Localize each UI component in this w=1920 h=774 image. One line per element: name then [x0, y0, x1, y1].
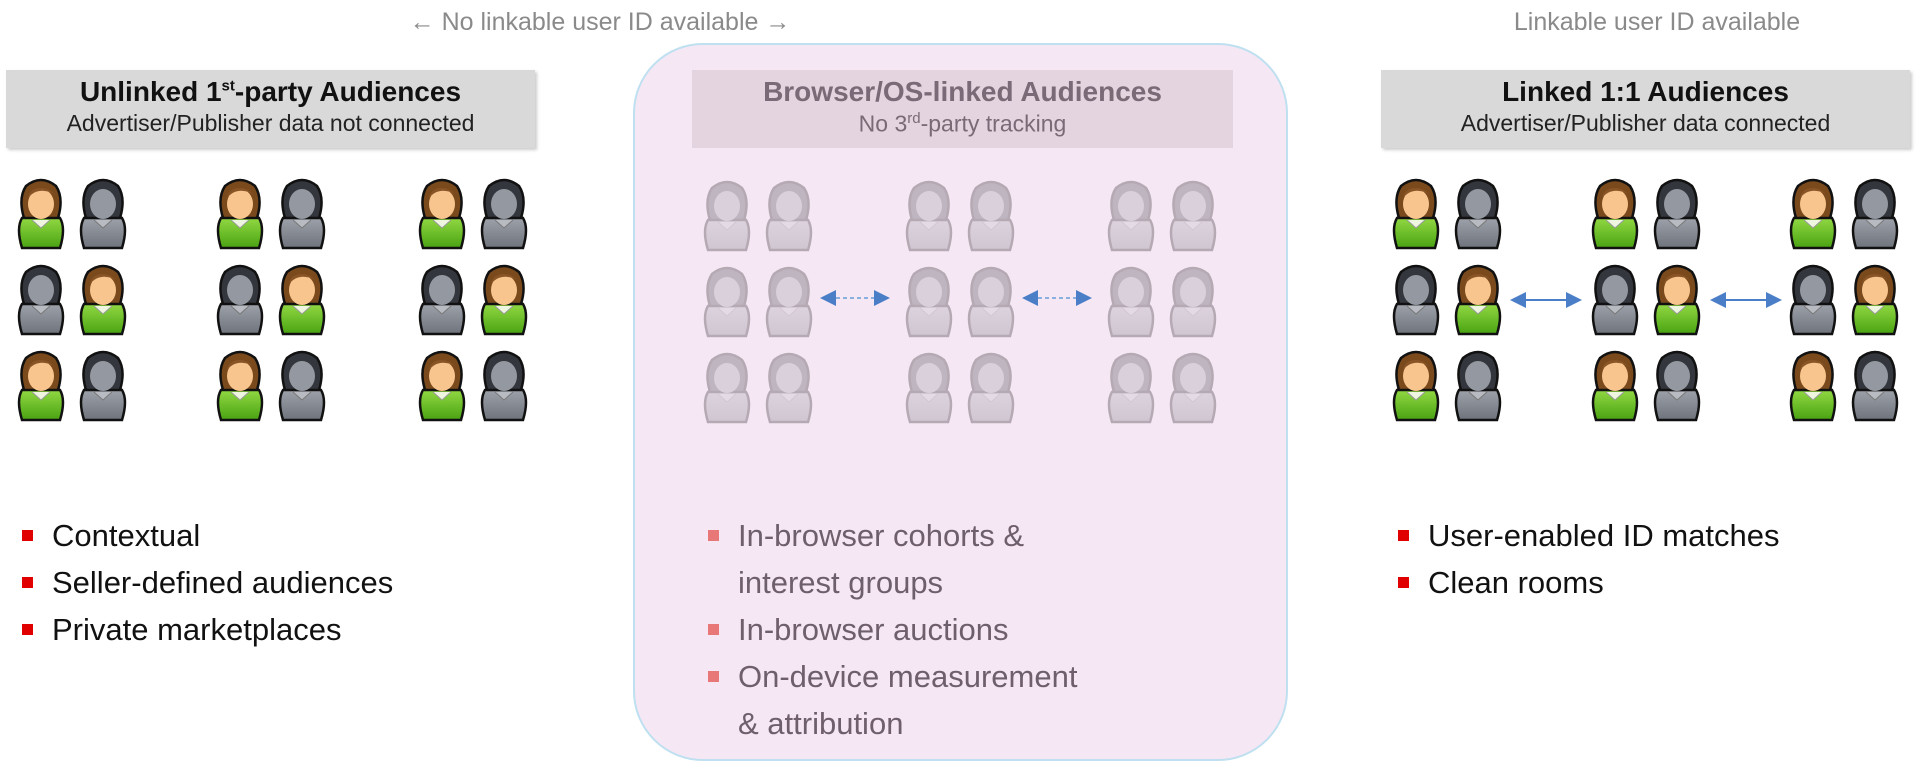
browser-header: Browser/OS-linked Audiences No 3rd-party…	[692, 70, 1233, 148]
bullet-item: User-enabled ID matches	[1398, 512, 1780, 559]
unlinked-header: Unlinked 1st-party Audiences Advertiser/…	[6, 70, 535, 148]
bullet-item: Contextual	[22, 512, 393, 559]
linked-header: Linked 1:1 Audiences Advertiser/Publishe…	[1381, 70, 1910, 148]
browser-subtitle: No 3rd-party tracking	[858, 110, 1067, 137]
unlinked-subtitle: Advertiser/Publisher data not connected	[66, 110, 475, 136]
unlinked-bullets: Contextual Seller-defined audiences Priv…	[22, 512, 393, 653]
bullet-item: In-browser cohorts &	[708, 512, 1077, 559]
linked-title: Linked 1:1 Audiences	[1502, 76, 1789, 107]
linked-bullets: User-enabled ID matches Clean rooms	[1398, 512, 1780, 606]
no-linkable-id-label: ← No linkable user ID available →	[409, 8, 791, 36]
bullet-item: In-browser auctions	[708, 606, 1077, 653]
bullet-item: Seller-defined audiences	[22, 559, 393, 606]
browser-title: Browser/OS-linked Audiences	[763, 76, 1162, 107]
bullet-item: Private marketplaces	[22, 606, 393, 653]
bullet-item-continuation: interest groups	[738, 565, 944, 600]
browser-bullets: In-browser cohorts & interest groups In-…	[708, 512, 1077, 747]
bullet-item: On-device measurement	[708, 653, 1077, 700]
linked-subtitle: Advertiser/Publisher data connected	[1460, 110, 1831, 136]
unlinked-title: Unlinked 1st-party Audiences	[79, 76, 462, 107]
bullet-item: Clean rooms	[1398, 559, 1780, 606]
linkable-id-label: Linkable user ID available	[1513, 8, 1801, 36]
bullet-item-continuation: & attribution	[738, 706, 904, 741]
